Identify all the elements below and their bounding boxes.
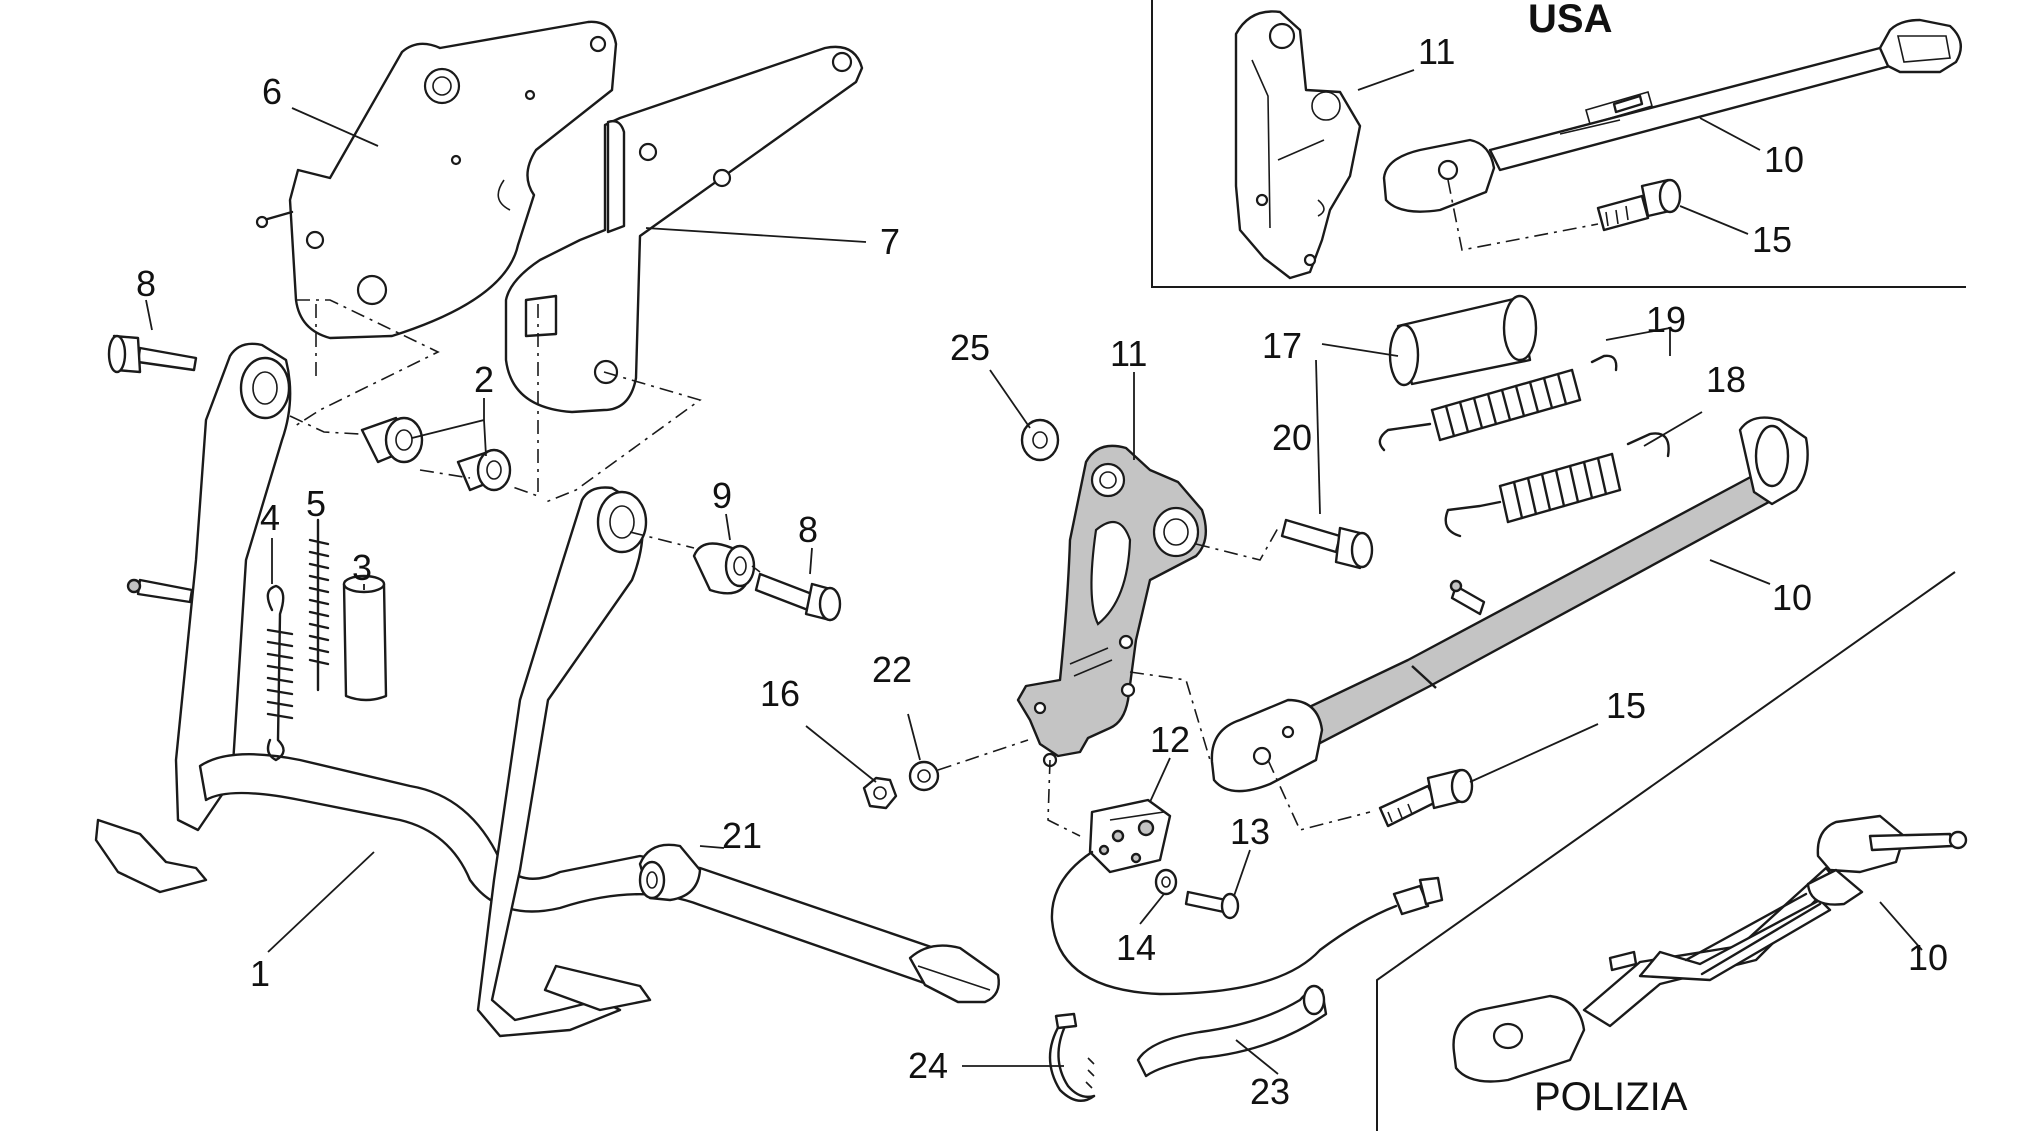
- label-18: 18: [1706, 359, 1746, 400]
- part-24-clamp: [1048, 1012, 1096, 1102]
- label-20: 20: [1272, 417, 1312, 458]
- part-10-polizia-side-stand: [1452, 814, 1968, 1083]
- leader-lines: [145, 69, 1923, 1075]
- part-5-spring: [308, 518, 330, 692]
- part-14-washer: [1154, 868, 1178, 896]
- part-10-main-side-stand: [1210, 416, 1809, 793]
- part-22-washer: [908, 760, 940, 792]
- label-21: 21: [722, 815, 762, 856]
- part-17-spacer: [1388, 294, 1538, 387]
- label-22: 22: [872, 649, 912, 690]
- part-6-mounting-plate: [255, 20, 618, 340]
- part-7-mounting-plate: [504, 45, 864, 414]
- switch-cable: [1050, 850, 1444, 996]
- label-5: 5: [306, 483, 326, 524]
- label-10-usa: 10: [1764, 139, 1804, 180]
- part-20-bolt: [1280, 518, 1374, 570]
- label-12: 12: [1150, 719, 1190, 760]
- label-14: 14: [1116, 927, 1156, 968]
- label-8b: 8: [798, 509, 818, 550]
- part-15-main-bolt: [1378, 768, 1474, 828]
- label-11-usa: 11: [1418, 31, 1455, 72]
- part-13-screw: [1184, 890, 1240, 920]
- label-13: 13: [1230, 811, 1270, 852]
- part-16-nut: [862, 776, 898, 810]
- part-19-spring: [1378, 354, 1618, 452]
- label-23: 23: [1250, 1071, 1290, 1112]
- label-8a: 8: [136, 263, 156, 304]
- part-2-bushings: [360, 416, 512, 492]
- label-9: 9: [712, 475, 732, 516]
- part-9-bushing: [692, 542, 756, 595]
- part-labels: 6 7 8 2 4 5 3 9 8 1 21 16 22 25 11 12 13…: [136, 31, 1948, 1112]
- label-24: 24: [908, 1045, 948, 1086]
- label-17: 17: [1262, 325, 1302, 366]
- label-11-main: 11: [1110, 333, 1147, 374]
- polizia-inset-frame: [1376, 571, 1956, 1131]
- part-25-washer: [1020, 418, 1060, 462]
- label-10-main: 10: [1772, 577, 1812, 618]
- label-10-polizia: 10: [1908, 937, 1948, 978]
- part-8b-bolt: [754, 572, 842, 622]
- label-25: 25: [950, 327, 990, 368]
- part-12-switch: [1088, 798, 1172, 874]
- label-4: 4: [260, 497, 280, 538]
- part-1-center-stand: [94, 342, 1000, 1038]
- part-11-usa-bracket: [1234, 10, 1362, 280]
- label-1: 1: [250, 953, 270, 994]
- part-3-spacer: [342, 574, 388, 702]
- label-16: 16: [760, 673, 800, 714]
- part-10-usa-side-stand: [1382, 18, 1962, 213]
- part-11-main-bracket: [1016, 444, 1208, 768]
- label-2: 2: [474, 359, 494, 400]
- label-19: 19: [1646, 299, 1686, 340]
- label-6: 6: [262, 71, 282, 112]
- region-label-polizia: POLIZIA: [1534, 1075, 1688, 1119]
- part-23-hose: [1136, 984, 1328, 1078]
- label-15-main: 15: [1606, 685, 1646, 726]
- part-4-spring: [266, 584, 294, 762]
- assembly-lines: [289, 179, 1599, 837]
- label-3: 3: [352, 547, 372, 588]
- region-label-usa: USA: [1528, 0, 1612, 41]
- label-7: 7: [880, 221, 900, 262]
- part-18-spring: [1444, 432, 1670, 538]
- label-15-usa: 15: [1752, 219, 1792, 260]
- part-15-usa-bolt: [1596, 178, 1682, 232]
- usa-inset-frame: [1151, 0, 1966, 288]
- part-21-rubber-stop: [638, 843, 702, 902]
- part-8a-bolt: [107, 334, 198, 374]
